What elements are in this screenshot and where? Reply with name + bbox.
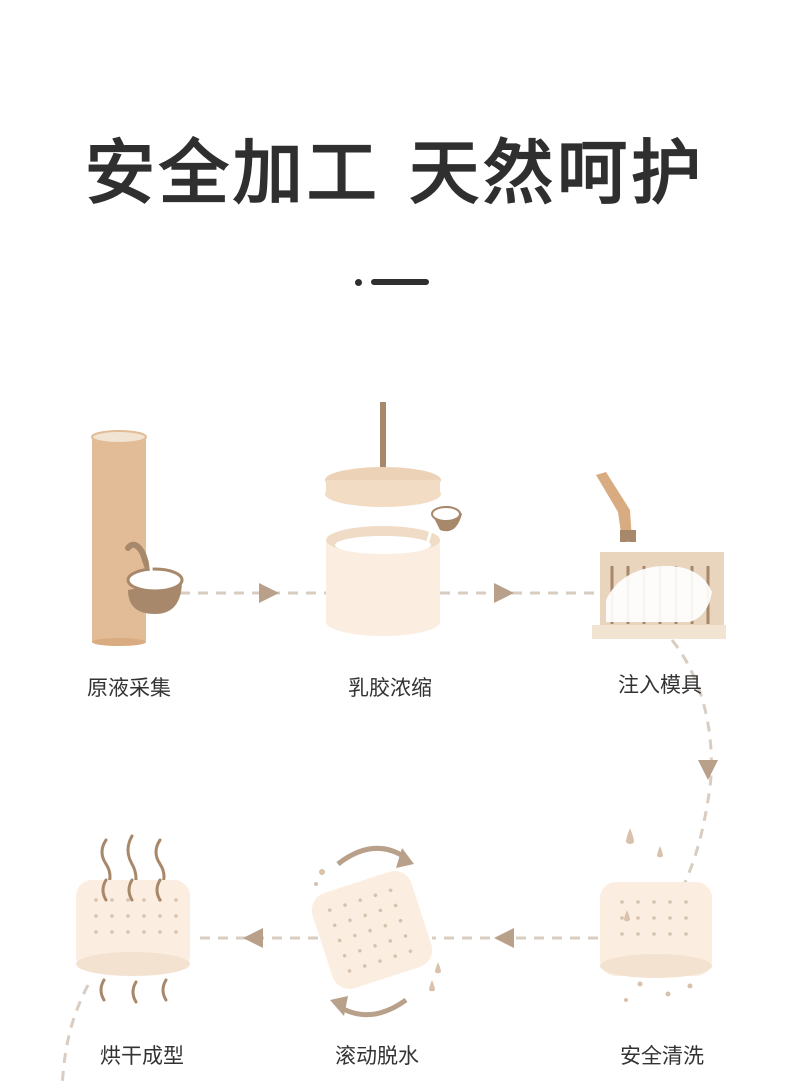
step-label-drying-shaping: 烘干成型 (100, 1044, 184, 1068)
flow-arrows (243, 583, 718, 948)
rubber-tree-icon (91, 430, 184, 646)
drying-pillow-icon (76, 834, 190, 1004)
mold-tray-icon (592, 472, 726, 639)
step-label-safe-washing: 安全清洗 (620, 1044, 704, 1068)
latex-tank-icon (325, 402, 462, 636)
divider-bar (371, 279, 429, 285)
connector-3-4 (670, 639, 713, 891)
step-label-latex-concentration: 乳胶浓缩 (348, 676, 432, 700)
rolling-dehydration-icon (311, 845, 441, 1018)
step-label-mold-injection: 注入模具 (618, 673, 702, 697)
washing-pillow-icon (600, 828, 712, 1002)
page-title: 安全加工 天然呵护 (84, 132, 706, 214)
divider-dot (355, 279, 362, 286)
step-label-rolling-dehydration: 滚动脱水 (335, 1044, 419, 1068)
arrow-right-icon (259, 583, 279, 603)
connector-6-out (60, 984, 90, 1089)
arrow-down-icon (698, 760, 718, 780)
arrow-left-icon (494, 928, 514, 948)
step-label-latex-collection: 原液采集 (87, 676, 171, 700)
arrow-right-icon (494, 583, 514, 603)
arrow-left-icon (243, 928, 263, 948)
title-divider (355, 276, 435, 288)
